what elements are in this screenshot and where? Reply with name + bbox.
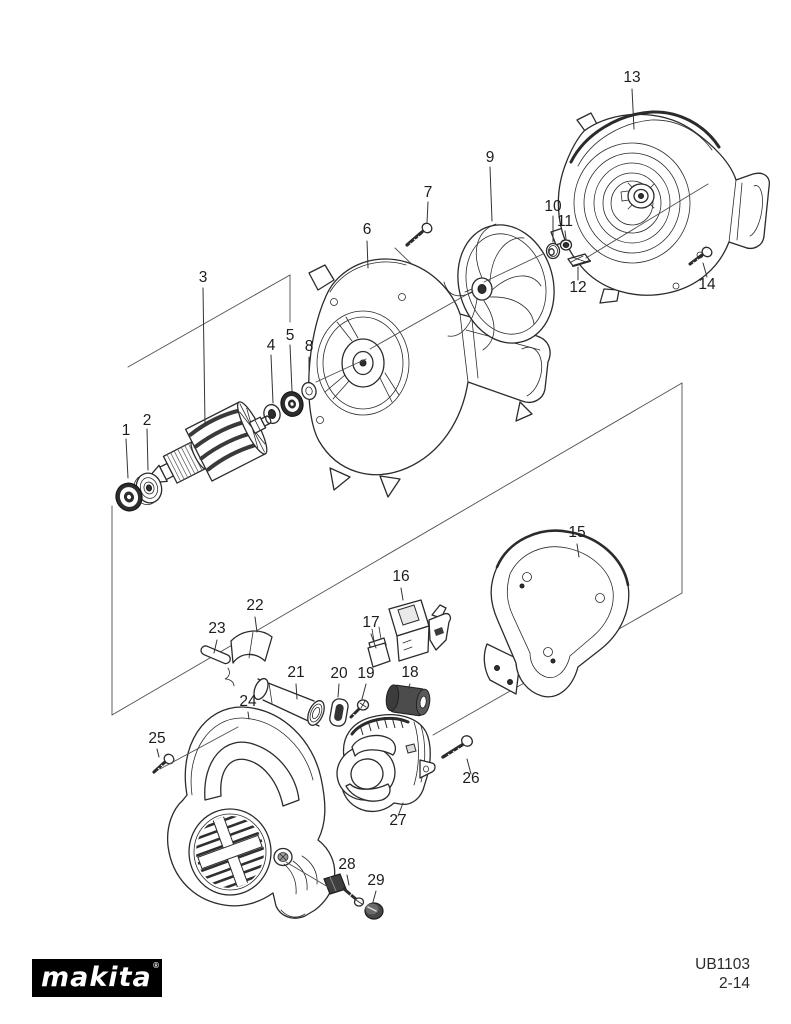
axis-lines xyxy=(159,183,709,888)
part-16-switch xyxy=(388,599,451,662)
leader-lines-segment xyxy=(564,230,567,240)
leader-lines-segment xyxy=(576,543,580,558)
part-8-ring xyxy=(301,381,317,401)
leader-lines-segment xyxy=(270,354,274,404)
part-label-24: 24 xyxy=(239,693,257,710)
leader-lines-segment xyxy=(466,758,472,775)
leader-lines-segment xyxy=(213,639,218,654)
leader-lines-segment xyxy=(407,683,411,690)
makita-logo: makita ® xyxy=(32,959,162,997)
part-label-9: 9 xyxy=(486,149,495,166)
part-11-hex-nut xyxy=(559,239,573,251)
leader-lines-segment xyxy=(247,711,250,720)
leader-lines-segment xyxy=(202,287,206,425)
document-info: UB1103 2-14 xyxy=(695,955,750,993)
part-18-capacitor xyxy=(385,684,431,717)
leader-lines-segment xyxy=(156,748,160,758)
makita-logo-text: makita xyxy=(41,962,152,993)
leader-lines-segment xyxy=(146,428,149,471)
part-2-flange xyxy=(133,472,163,505)
construction-lines-segment xyxy=(127,274,291,368)
part-label-29: 29 xyxy=(367,872,384,889)
leader-lines-segment xyxy=(337,683,340,698)
leader-lines-segment xyxy=(370,633,377,649)
part-label-5: 5 xyxy=(286,327,295,344)
part-20-grommet xyxy=(329,698,349,727)
part-label-18: 18 xyxy=(401,664,418,681)
leader-lines-segment xyxy=(631,88,635,130)
leader-lines-segment xyxy=(489,166,493,222)
part-28-brush-holder xyxy=(323,873,365,907)
part-29-brush-cap xyxy=(364,902,384,920)
part-label-23: 23 xyxy=(208,620,225,637)
leader-lines-segment xyxy=(254,616,258,633)
part-label-11: 11 xyxy=(557,213,573,230)
part-label-14: 14 xyxy=(698,276,716,293)
part-label-6: 6 xyxy=(363,221,372,238)
part-12-clip-plate xyxy=(567,253,591,267)
part-27-field xyxy=(336,714,436,813)
part-13-blower-cover xyxy=(550,110,770,304)
part-6-fan-housing xyxy=(308,258,551,498)
leader-lines-segment xyxy=(400,587,404,601)
axis-lines-segment xyxy=(483,253,544,283)
leader-lines xyxy=(125,88,708,903)
axis-lines-segment xyxy=(369,290,474,350)
model-number: UB1103 xyxy=(695,956,750,973)
page-number: 2-14 xyxy=(718,975,750,992)
part-19-screw xyxy=(349,699,370,719)
part-label-8: 8 xyxy=(305,338,314,355)
construction-lines-segment xyxy=(111,382,683,716)
part-label-28: 28 xyxy=(338,856,355,873)
part-15-handle-cover xyxy=(483,529,630,698)
part-label-17: 17 xyxy=(362,614,379,631)
part-label-10: 10 xyxy=(544,198,562,215)
part-label-25: 25 xyxy=(148,730,165,747)
axis-lines-segment xyxy=(159,726,239,770)
part-26-screw xyxy=(441,735,473,759)
part-label-13: 13 xyxy=(623,69,640,86)
part-label-22: 22 xyxy=(246,597,263,614)
part-label-3: 3 xyxy=(199,269,208,286)
part-5-ball-bearing xyxy=(280,391,304,417)
part-1-ball-bearing xyxy=(115,482,143,512)
part-label-1: 1 xyxy=(122,422,131,439)
part-21-baffle-tube xyxy=(253,677,325,727)
registered-trademark-icon: ® xyxy=(153,961,159,970)
part-label-27: 27 xyxy=(389,812,406,829)
part-label-19: 19 xyxy=(357,665,374,682)
part-7-screw xyxy=(405,222,433,247)
leader-lines-segment xyxy=(346,874,350,886)
leader-lines-segment xyxy=(361,683,367,700)
part-number-labels: 1234567891011121314151617181920212223242… xyxy=(122,69,716,889)
leader-lines-segment xyxy=(125,438,129,479)
part-label-26: 26 xyxy=(462,770,479,787)
leader-lines-segment xyxy=(426,201,429,224)
part-label-12: 12 xyxy=(569,279,586,296)
part-label-7: 7 xyxy=(424,184,433,201)
part-9-impeller xyxy=(443,223,555,351)
part-10-flat-washer xyxy=(545,242,561,260)
leader-lines-segment xyxy=(372,890,377,903)
part-label-2: 2 xyxy=(143,412,152,429)
part-label-4: 4 xyxy=(267,337,276,354)
part-14-screw xyxy=(688,246,713,266)
leader-lines-segment xyxy=(295,683,298,700)
axis-lines-segment xyxy=(585,183,709,259)
axis-lines-segment xyxy=(315,358,367,383)
part-label-16: 16 xyxy=(392,568,409,585)
part-23-rod xyxy=(200,645,235,687)
part-label-21: 21 xyxy=(287,664,304,681)
leader-lines-segment xyxy=(366,240,369,269)
axis-lines-segment xyxy=(285,861,329,888)
leader-lines-segment xyxy=(702,262,708,278)
leader-lines-segment xyxy=(397,802,404,817)
part-17-connector xyxy=(367,626,391,668)
part-label-15: 15 xyxy=(568,524,585,541)
part-22-baffle-plate xyxy=(230,630,273,664)
part-24-motor-housing xyxy=(166,706,336,919)
leader-lines-segment xyxy=(289,344,293,392)
part-label-20: 20 xyxy=(330,665,348,682)
